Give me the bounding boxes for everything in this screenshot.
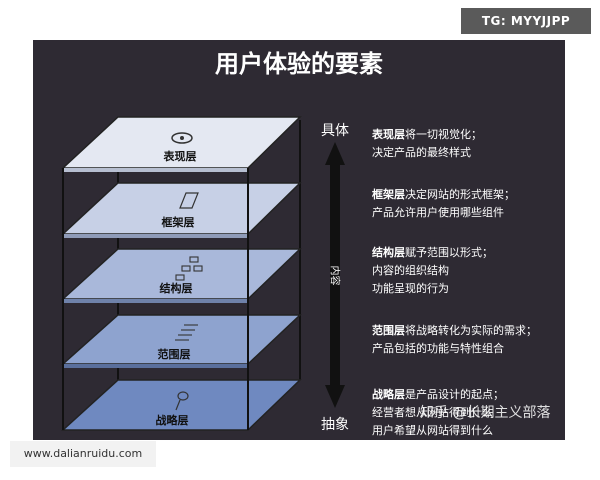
desc-structure: 结构层赋予范围以形式； 内容的组织结构 功能呈现的行为 bbox=[372, 246, 493, 295]
layer-scope bbox=[61, 314, 302, 368]
desc-strategy: 战略层是产品设计的起点； 经营者想从网站得到什么 用户希望从网站得到什么 bbox=[372, 388, 504, 437]
desc-skeleton: 框架层决定网站的形式框架； 产品允许用户使用哪些组件 bbox=[372, 188, 515, 219]
zhihu-watermark: 知乎 @长期主义部落 bbox=[420, 405, 551, 421]
diagram-title: 用户体验的要素 bbox=[215, 50, 383, 78]
desc-presentation: 表现层将一切视觉化； 决定产品的最终样式 bbox=[372, 128, 482, 159]
eye-icon bbox=[171, 132, 193, 144]
axis-concrete-label: 具体 bbox=[321, 123, 349, 139]
watermark-bottom: www.dalianruidu.com bbox=[10, 441, 156, 467]
layer-label-skeleton: 框架层 bbox=[161, 216, 195, 229]
layer-label-strategy: 战略层 bbox=[155, 414, 189, 427]
list-icon bbox=[175, 324, 198, 341]
axis-abstract-label: 抽象 bbox=[321, 417, 349, 433]
desc-scope: 范围层将战略转化为实际的需求； 产品包括的功能与特性组合 bbox=[372, 324, 537, 355]
layer-label-presentation: 表现层 bbox=[163, 150, 197, 163]
layer-label-structure: 结构层 bbox=[159, 282, 193, 295]
structure-icon bbox=[175, 256, 203, 281]
frame-icon bbox=[179, 192, 199, 209]
content-arrow bbox=[325, 142, 345, 408]
bulb-icon bbox=[177, 391, 189, 401]
axis-content-label: 内容 bbox=[328, 265, 340, 286]
watermark-top: TG: MYYJJPP bbox=[461, 8, 591, 34]
layer-label-scope: 范围层 bbox=[157, 348, 191, 361]
